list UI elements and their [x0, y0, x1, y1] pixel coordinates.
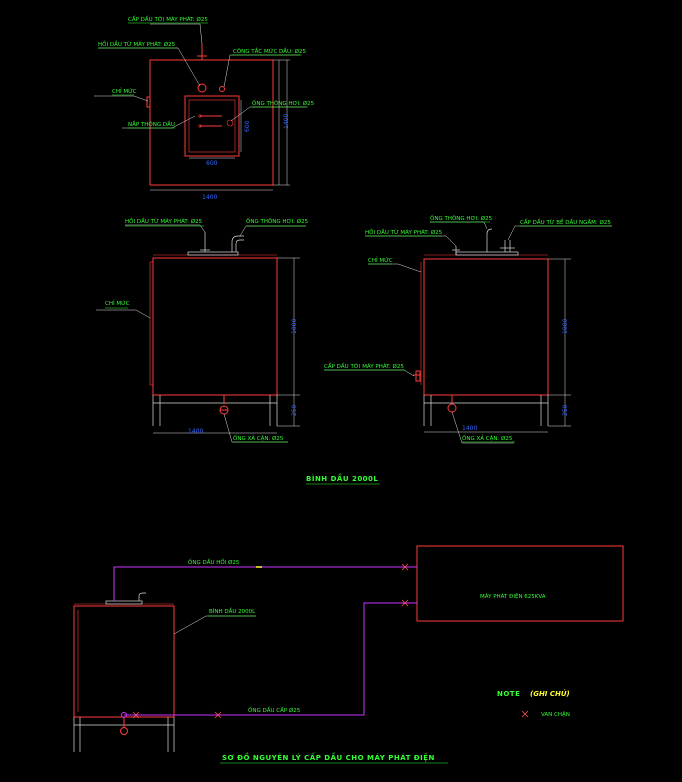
section-title-binh-dau: BÌNH DẦU 2000L	[306, 473, 378, 483]
side-label-hoi-dau: HỒI DẦU TỪ MÁY PHÁT: Ø25	[365, 227, 443, 236]
front-label-chi-muc: CHỈ MỨC	[105, 299, 130, 307]
schematic-label-ong-dau-hoi: ỐNG DẦU HỒI Ø25	[188, 557, 240, 566]
top-label-cap-dau: CẤP DẦU TỚI MÁY PHÁT: Ø25	[128, 15, 208, 23]
side-dim-1400: 1400	[462, 425, 477, 432]
side-view-supply-port	[415, 370, 421, 382]
front-dim-1400: 1400	[188, 428, 203, 435]
side-dim-250: 250	[562, 404, 569, 416]
top-label-chi-muc: CHỈ MỨC	[112, 87, 137, 95]
top-view-return-port	[197, 83, 207, 93]
schematic-supply-valve-3	[401, 599, 409, 607]
schematic-label-ong-dau-cap: ỐNG DẦU CẤP Ø25	[248, 706, 301, 714]
schematic: ỐNG DẦU HỒI Ø25 BÌNH DẦU 2000L MÁY PHÁT …	[73, 545, 624, 752]
note-valve-symbol	[521, 710, 529, 718]
side-dim-1000: 1000	[562, 319, 569, 334]
top-view: CẤP DẦU TỚI MÁY PHÁT: Ø25 HỒI DẦU TỪ MÁY…	[94, 15, 315, 201]
front-label-hoi-dau: HỒI DẦU TỪ MÁY PHÁT: Ø25	[125, 216, 203, 225]
schematic-supply-valve-2	[214, 711, 222, 719]
schematic-supply-valve-1	[132, 711, 140, 719]
side-label-ong-xa-can: ỐNG XẢ CẶN: Ø25	[462, 434, 513, 442]
front-dim-250: 250	[291, 404, 298, 416]
side-view-drain-valve	[447, 403, 457, 413]
schematic-supply-pipe	[124, 602, 417, 716]
side-label-ong-thong-hoi: ỐNG THÔNG HƠI: Ø25	[430, 214, 493, 222]
side-view-vent-pipe	[486, 228, 493, 252]
top-dim-1400-v: 1400	[283, 114, 290, 129]
schematic-generator	[416, 545, 624, 622]
note-subtitle: (GHI CHÚ)	[530, 689, 570, 698]
front-view-vent-pipe	[231, 235, 244, 252]
top-view-manhole-outer	[184, 95, 240, 157]
top-dim-600-v: 600	[244, 120, 251, 132]
side-label-chi-muc: CHỈ MỨC	[368, 256, 393, 264]
side-label-cap-dau-toi: CẤP DẦU TỚI MÁY PHÁT: Ø25	[324, 362, 404, 370]
side-view-tank-body	[423, 258, 549, 396]
front-dim-1000: 1000	[291, 319, 298, 334]
top-view-vent-port	[226, 119, 234, 127]
top-dim-600-h: 600	[206, 160, 218, 167]
front-label-ong-thong-hoi: ỐNG THÔNG HƠI: Ø25	[246, 217, 309, 225]
front-label-ong-xa-can: ỐNG XẢ CẶN: Ø25	[233, 434, 284, 442]
top-dim-1400-h: 1400	[202, 194, 217, 201]
top-label-ong-thong-hoi: ỐNG THÔNG HƠI: Ø25	[252, 99, 315, 107]
top-label-cong-tac: CÔNG TẮC MỨC DẦU: Ø25	[233, 47, 307, 55]
schematic-label-may-phat: MÁY PHÁT ĐIỆN 625KVA	[480, 592, 546, 600]
schematic-label-binh-dau: BÌNH DẦU 2000L	[209, 607, 256, 615]
top-view-level-switch	[219, 86, 225, 92]
top-label-nap-thong-dau: NẮP THÔNG DẦU	[128, 120, 175, 128]
note-title: NOTE	[497, 690, 520, 698]
schematic-tank	[73, 605, 175, 718]
side-view: ỐNG THÔNG HƠI: Ø25 CẤP DẦU TỪ BỂ DẦU NGẦ…	[324, 214, 612, 444]
section-title-so-do: SƠ ĐỒ NGUYÊN LÝ CẤP DẦU CHO MÁY PHÁT ĐIỆ…	[222, 752, 435, 762]
front-view-tank-body	[152, 257, 278, 396]
schematic-return-valve	[401, 563, 409, 571]
top-label-hoi-dau: HỒI DẦU TỪ MÁY PHÁT: Ø25	[98, 39, 176, 48]
top-view-manhole-inner	[188, 99, 236, 153]
top-view-tank-outline	[149, 59, 274, 186]
front-view: HỒI DẦU TỪ MÁY PHÁT: Ø25 ỐNG THÔNG HƠI: …	[96, 216, 309, 443]
note-valve-label: VAN CHẶN	[541, 711, 570, 718]
side-label-cap-dau-be-ngam: CẤP DẦU TỪ BỂ DẦU NGẦM: Ø25	[520, 218, 611, 226]
schematic-return-pipe	[113, 566, 417, 601]
